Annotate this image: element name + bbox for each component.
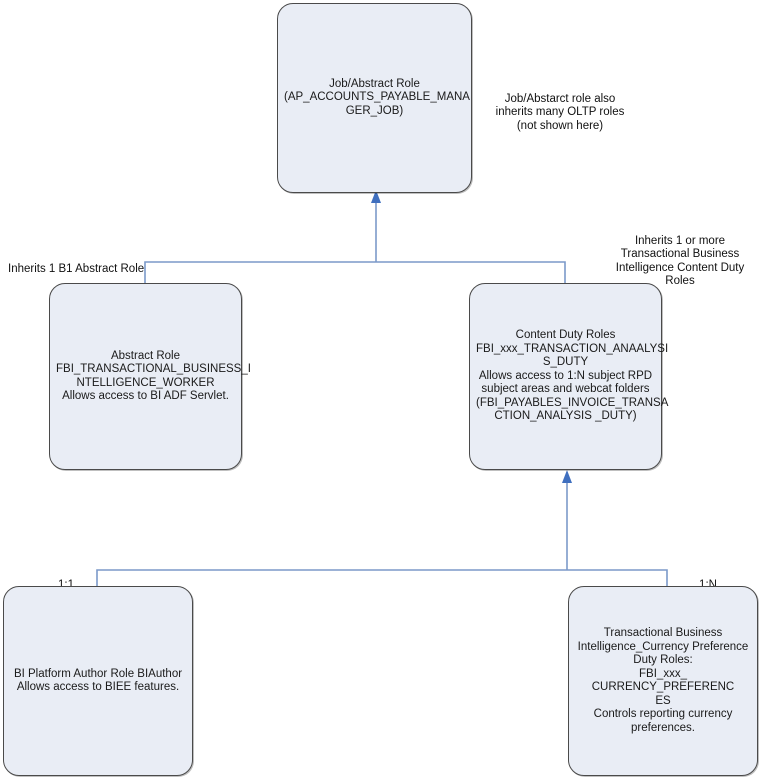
connector-bottom-right-branch — [567, 569, 668, 586]
arrow-head-content-duty — [562, 470, 572, 483]
annotation-inherits-content-duty-roles-text: Inherits 1 or more Transactional Busines… — [615, 234, 745, 288]
node-bi-platform-author-role-label: BI Platform Author Role BIAuthor Allows … — [13, 667, 183, 694]
node-content-duty-roles[interactable]: Content Duty Roles FBI_xxx_TRANSACTION_A… — [469, 283, 669, 470]
annotation-inherits-content-duty-roles: Inherits 1 or more Transactional Busines… — [605, 221, 755, 289]
connector-bottom-left-branch — [96, 569, 567, 586]
node-job-abstract-role-label: Job/Abstract Role (AP_ACCOUNTS_PAYABLE_M… — [284, 77, 470, 117]
node-abstract-role[interactable]: Abstract Role FBI_TRANSACTIONAL_BUSINESS… — [49, 283, 251, 470]
annotation-oltp-note-text: Job/Abstarct role also inherits many OLT… — [495, 92, 625, 132]
node-abstract-role-label: Abstract Role FBI_TRANSACTIONAL_BUSINESS… — [56, 349, 251, 403]
node-job-abstract-role[interactable]: Job/Abstract Role (AP_ACCOUNTS_PAYABLE_M… — [277, 3, 472, 193]
node-currency-preference-duty-roles-label: Transactional Business Intelligence_Curr… — [577, 627, 749, 734]
annotation-inherits-b1-abstract-role-text: Inherits 1 B1 Abstract Role — [8, 262, 145, 275]
node-currency-preference-duty-roles[interactable]: Transactional Business Intelligence_Curr… — [568, 586, 758, 776]
annotation-inherits-b1-abstract-role: Inherits 1 B1 Abstract Role — [8, 249, 168, 276]
node-bi-platform-author-role[interactable]: BI Platform Author Role BIAuthor Allows … — [3, 586, 193, 776]
connector-left-branch — [144, 261, 376, 283]
node-content-duty-roles-label: Content Duty Roles FBI_xxx_TRANSACTION_A… — [476, 329, 669, 423]
connector-right-branch — [376, 261, 566, 283]
annotation-oltp-note: Job/Abstarct role also inherits many OLT… — [490, 79, 630, 133]
